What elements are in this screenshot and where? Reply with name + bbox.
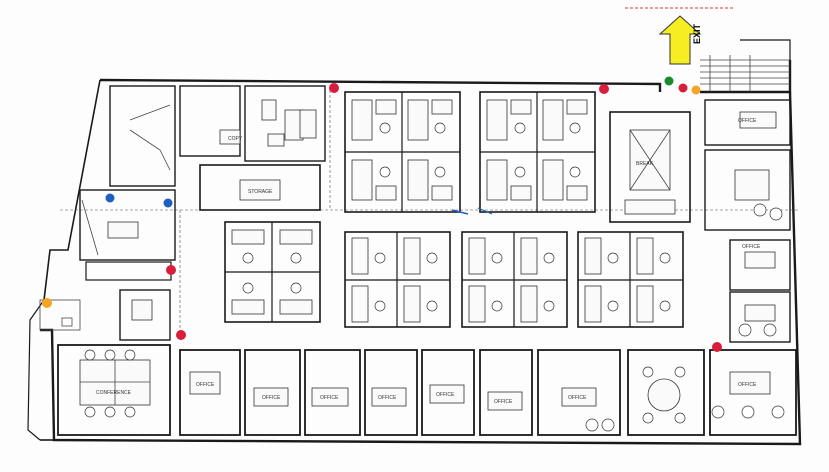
office-7-label: OFFICE (568, 395, 587, 401)
office-2-label: OFFICE (262, 395, 281, 401)
exit-label: EXIT (692, 23, 702, 44)
markers (42, 76, 722, 352)
top-right-room: BREAK OFFICE (609, 99, 791, 231)
blue-marker (105, 193, 115, 203)
red-marker (678, 83, 688, 93)
office-3-label: OFFICE (320, 395, 339, 401)
top-cubicles-b (479, 91, 596, 213)
red-marker (712, 342, 722, 352)
office-top-label: OFFICE (738, 118, 757, 124)
middle-cubicles-3 (577, 231, 684, 328)
right-offices: OFFICE (729, 239, 791, 343)
left-upper-rooms: STORAGE COPY (39, 85, 326, 341)
red-marker (166, 265, 176, 275)
office-r1-label: OFFICE (742, 244, 761, 250)
office-1-label: OFFICE (196, 382, 215, 388)
break-label: BREAK (636, 161, 654, 167)
office-4-label: OFFICE (378, 395, 397, 401)
top-cubicles-a (344, 91, 461, 213)
copy-label: COPY (228, 136, 243, 142)
corridor-lines (60, 85, 800, 340)
red-marker (599, 84, 609, 94)
exit-arrow: EXIT (658, 15, 702, 65)
orange-marker (42, 298, 52, 308)
middle-cubicles-left (224, 221, 321, 323)
green-marker (664, 76, 674, 86)
middle-cubicles-1 (344, 231, 451, 328)
red-marker (176, 330, 186, 340)
middle-cubicles-2 (461, 231, 568, 328)
office-5-label: OFFICE (436, 392, 455, 398)
conference-label: CONFERENCE (96, 390, 132, 396)
direction-arrow (451, 207, 493, 215)
office-9-label: OFFICE (738, 382, 757, 388)
storage-label: STORAGE (248, 189, 273, 195)
blue-marker (163, 198, 173, 208)
bottom-offices: CONFERENCE OFFICE OFFICE OFFICE OFFICE O… (57, 344, 797, 436)
office-6-label: OFFICE (494, 399, 513, 405)
red-marker (329, 83, 339, 93)
orange-marker (691, 85, 701, 95)
